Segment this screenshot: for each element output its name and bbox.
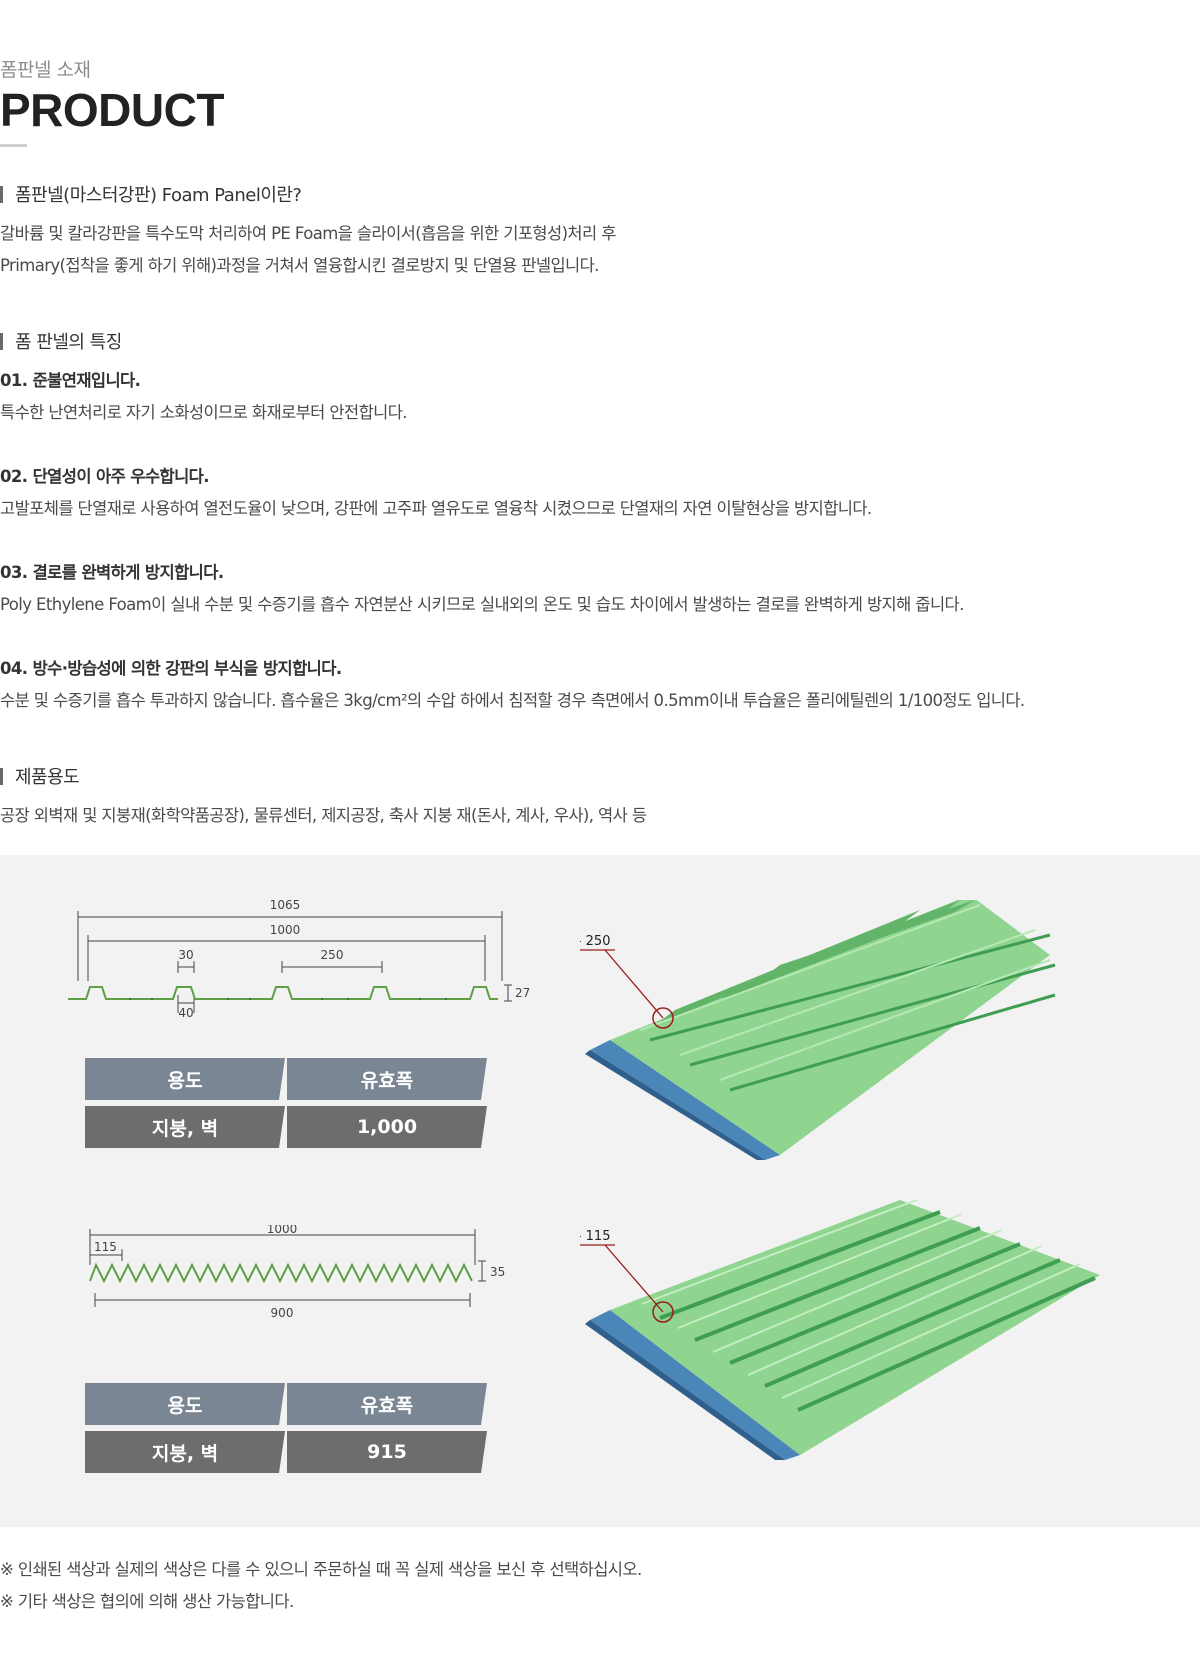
- feature-desc-3: Poly Ethylene Foam이 실내 수분 및 수증기를 흡수 자연분산…: [0, 595, 964, 614]
- dim-bottom: 900: [271, 1306, 294, 1320]
- spec-head-width: 유효폭: [287, 1058, 487, 1100]
- usage-heading: 제품용도: [0, 767, 80, 789]
- dim-rib-top: 30: [178, 948, 193, 962]
- product-figure-area: 1065 1000 30 250 40 27 용도 유효폭 지붕, 벽 1,00…: [0, 855, 1200, 1527]
- v250-panel-illustration: V – 250: [580, 900, 1056, 1160]
- heading-bar: [0, 186, 3, 203]
- dim-pitch: 115: [94, 1240, 117, 1254]
- dim-height: 27: [515, 986, 530, 1000]
- v250-section-drawing: 1065 1000 30 250 40 27: [68, 898, 530, 1020]
- feature-title-4: 04. 방수·방습성에 의한 강판의 부식을 방지합니다.: [0, 659, 342, 678]
- intro-line-1: 갈바륨 및 칼라강판을 특수도막 처리하여 PE Foam을 슬라이서(흡음을 …: [0, 224, 616, 243]
- v115-section-drawing: 1000 115 900 35: [89, 1225, 505, 1320]
- features-heading-text: 폼 판넬의 특징: [15, 332, 122, 353]
- spec-head-usage: 용도: [85, 1383, 285, 1425]
- intro-heading-text: 폼판넬(마스터강판) Foam Panel이란?: [15, 185, 302, 206]
- note-1: ※ 인쇄된 색상과 실제의 색상은 다를 수 있으니 주문하실 때 꼭 실제 색…: [0, 1560, 642, 1579]
- heading-bar: [0, 768, 3, 785]
- feature-title-3: 03. 결로를 완벽하게 방지합니다.: [0, 563, 224, 582]
- spec-value-width: 1,000: [287, 1106, 487, 1148]
- spec-head-width: 유효폭: [287, 1383, 487, 1425]
- spec-value-usage: 지붕, 벽: [85, 1106, 285, 1148]
- page-title: PRODUCT: [0, 84, 224, 136]
- spec-value-usage: 지붕, 벽: [85, 1431, 285, 1473]
- usage-text: 공장 외벽재 및 지붕재(화학약품공장), 물류센터, 제지공장, 축사 지붕 …: [0, 806, 647, 825]
- feature-title-1: 01. 준불연재입니다.: [0, 371, 141, 390]
- dim-total: 1000: [267, 1225, 298, 1236]
- feature-desc-4: 수분 및 수증기를 흡수 투과하지 않습니다. 흡수율은 3kg/cm²의 수압…: [0, 691, 1025, 710]
- spec-value-width: 915: [287, 1431, 487, 1473]
- page-subtitle: 폼판넬 소재: [0, 59, 91, 81]
- spec-head-usage: 용도: [85, 1058, 285, 1100]
- features-heading: 폼 판넬의 특징: [0, 332, 122, 354]
- usage-heading-text: 제품용도: [15, 767, 80, 788]
- dim-pitch: 250: [321, 948, 344, 962]
- dim-rib-base: 40: [178, 1006, 193, 1020]
- heading-bar: [0, 333, 3, 350]
- intro-heading: 폼판넬(마스터강판) Foam Panel이란?: [0, 185, 302, 207]
- note-2: ※ 기타 색상은 협의에 의해 생산 가능합니다.: [0, 1592, 294, 1611]
- feature-desc-1: 특수한 난연처리로 자기 소화성이므로 화재로부터 안전합니다.: [0, 403, 408, 422]
- dim-effective: 1000: [270, 923, 301, 937]
- dim-height: 35: [490, 1265, 505, 1279]
- feature-desc-2: 고발포체를 단열재로 사용하여 열전도율이 낮으며, 강판에 고주파 열유도로 …: [0, 499, 872, 518]
- dim-total: 1065: [270, 898, 301, 912]
- feature-title-2: 02. 단열성이 아주 우수합니다.: [0, 467, 210, 486]
- v115-panel-illustration: V – 115: [580, 1200, 1100, 1460]
- v115-model-label: V – 115: [580, 1229, 610, 1244]
- title-divider: [0, 144, 27, 147]
- v250-model-label: V – 250: [580, 934, 610, 949]
- intro-line-2: Primary(접착을 좋게 하기 위해)과정을 거쳐서 열융합시킨 결로방지 …: [0, 256, 599, 275]
